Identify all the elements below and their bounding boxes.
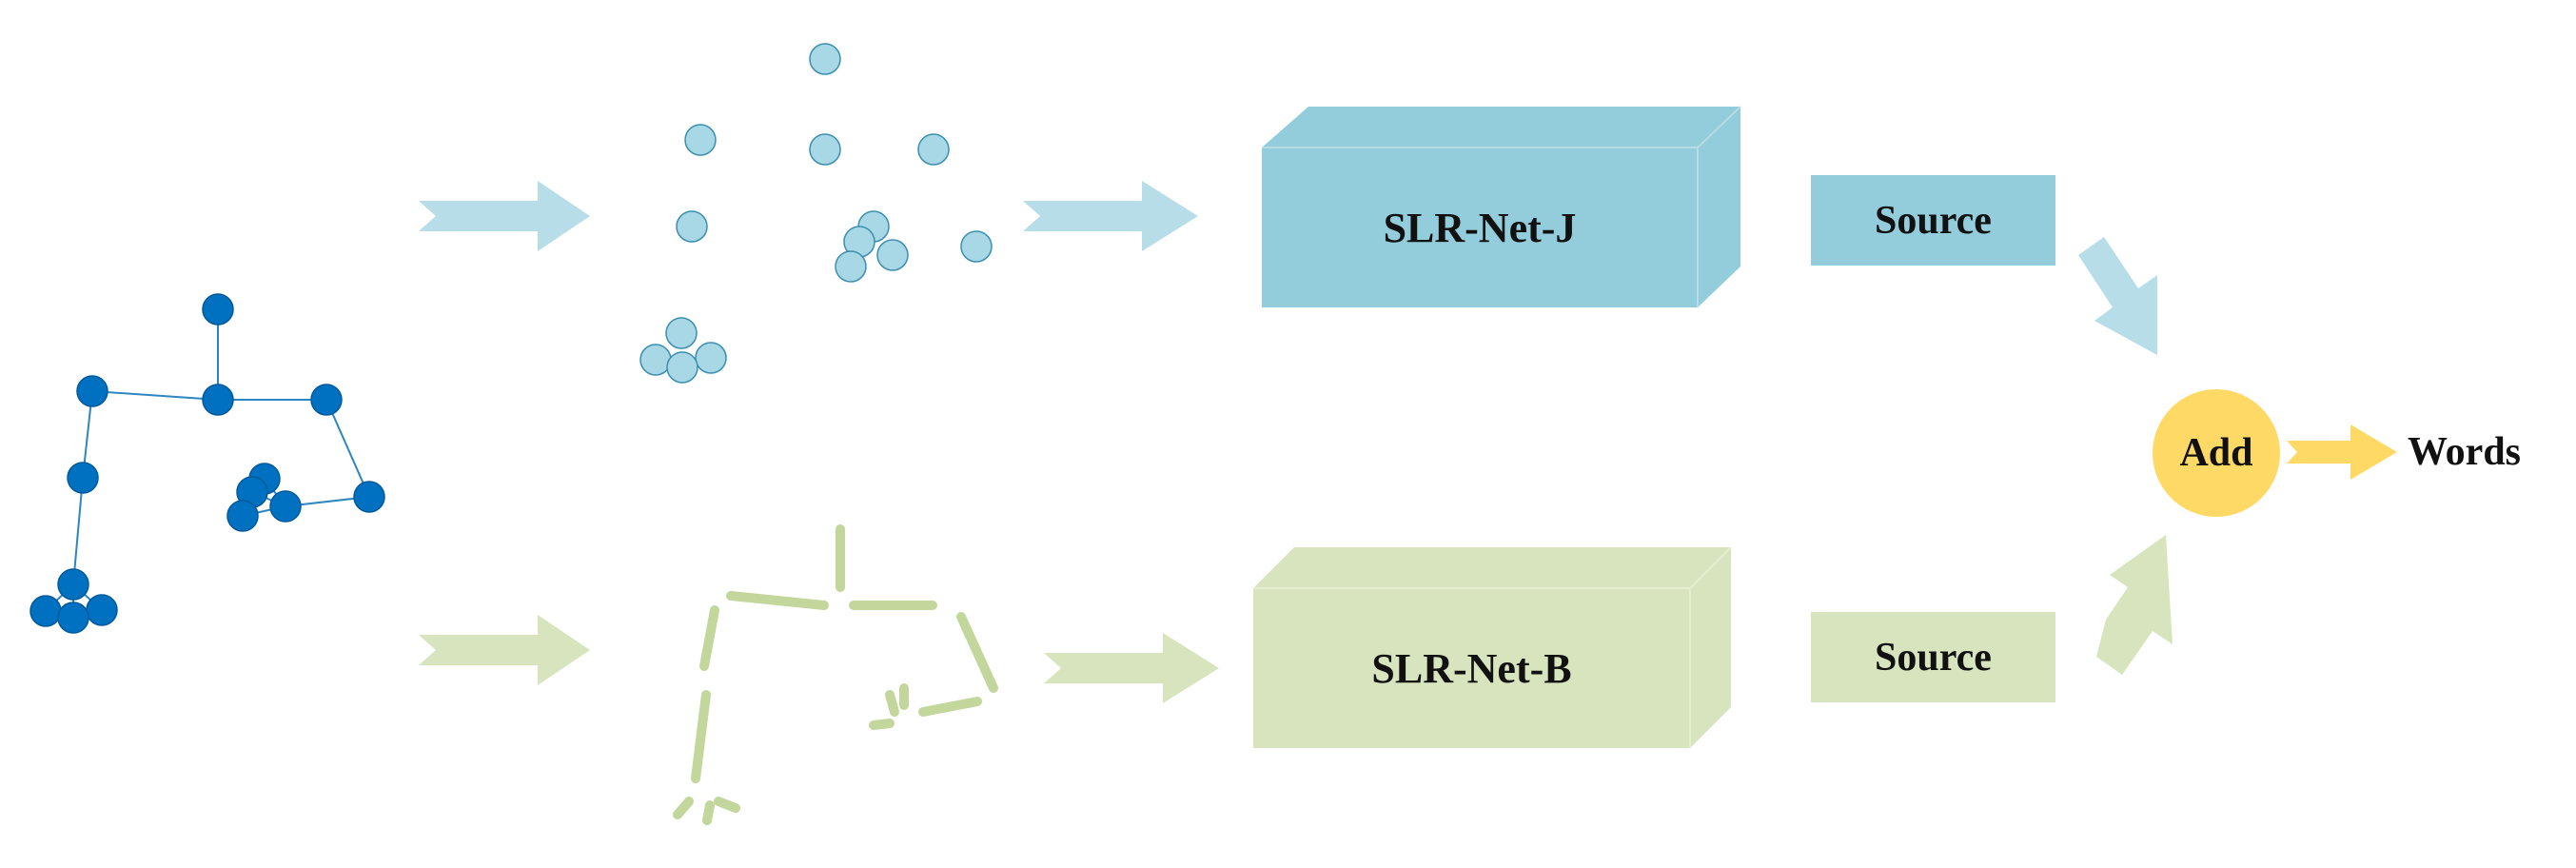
source-box-b [1811,612,2055,702]
input-skeleton [29,293,385,634]
arrow-to-slr-net-j [1023,181,1198,251]
arrow-to-joints [419,181,590,251]
bone-segments [673,524,998,825]
arrow-to-bones [419,615,590,685]
source-box-j [1811,175,2055,266]
skeleton-edges [45,309,370,618]
slr-net-j-label: SLR-Net-J [1383,204,1577,251]
source-label-j: Source [1875,198,1992,243]
joint-points [639,43,993,384]
add-label: Add [2179,431,2253,475]
arrow-source-b-to-add [2096,535,2173,675]
words-label: Words [2408,430,2522,474]
slr-net-b-block [1253,546,1732,748]
skeleton-joints [29,293,385,634]
arrow-to-words [2287,424,2397,480]
arrow-source-j-to-add [2078,237,2157,355]
slr-net-j-block [1262,106,1741,307]
arrow-to-slr-net-b [1044,633,1219,703]
add-node [2153,389,2280,517]
slr-net-b-label: SLR-Net-B [1371,644,1572,692]
source-label-b: Source [1875,635,1992,680]
